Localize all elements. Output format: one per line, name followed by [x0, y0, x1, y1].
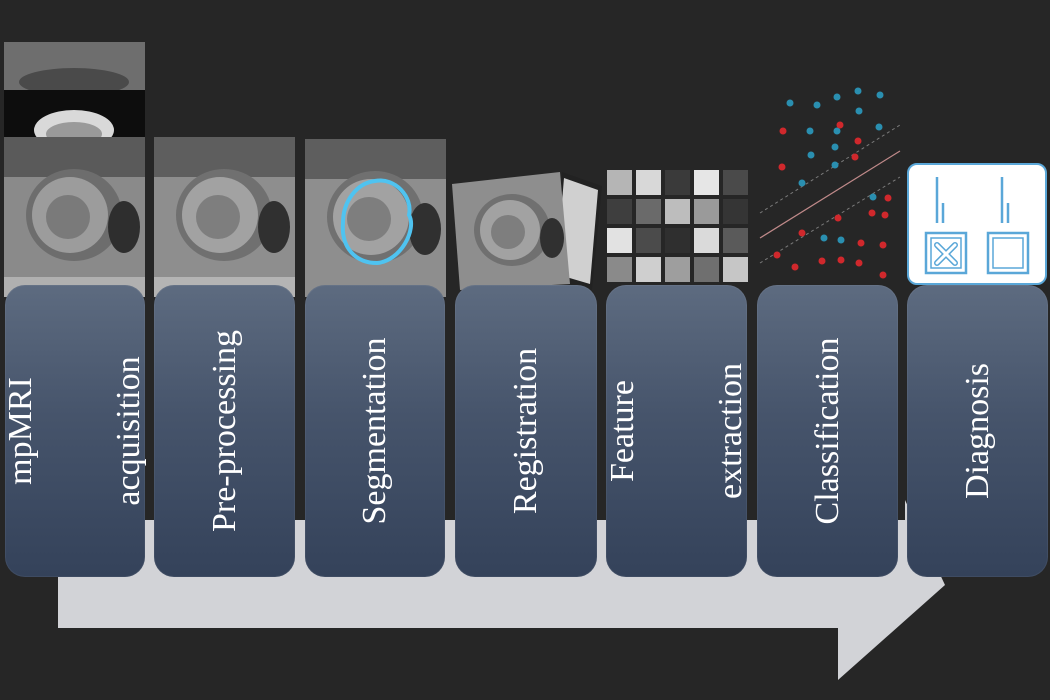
scatter-point [831, 161, 839, 169]
feature-cell [694, 257, 719, 282]
feature-cell [723, 199, 748, 224]
feature-cell [636, 199, 661, 224]
feature-cell [607, 199, 632, 224]
step-segmentation: Segmentation [305, 285, 445, 577]
feature-cell [723, 228, 748, 253]
scatter-point [854, 137, 862, 145]
scatter-point [773, 251, 781, 259]
scatter-point [875, 123, 883, 131]
scatter-point [820, 234, 828, 242]
feature-cell [665, 199, 690, 224]
scatter-point [791, 263, 799, 271]
mri-thumbnail-acquisition [4, 137, 145, 297]
feature-cell [723, 257, 748, 282]
feature-cell [636, 257, 661, 282]
feature-cell [607, 257, 632, 282]
step-label: Diagnosis [958, 363, 996, 499]
scatter-point [868, 209, 876, 217]
scatter-point [779, 127, 787, 135]
scatter-point [818, 257, 826, 265]
scatter-point [798, 229, 806, 237]
mri-thumbnail-registered [452, 172, 602, 290]
step-diagnosis: Diagnosis [907, 285, 1048, 577]
scatter-point [881, 211, 889, 219]
scatter-point [869, 193, 877, 201]
scatter-point [837, 256, 845, 264]
scatter-point [876, 91, 884, 99]
scatter-point [857, 239, 865, 247]
feature-cell [665, 170, 690, 195]
scatter-point [807, 151, 815, 159]
scatter-point [851, 153, 859, 161]
mri-thumbnail-dwi [4, 42, 145, 137]
feature-cell [694, 199, 719, 224]
scatter-point [798, 179, 806, 187]
scatter-point [854, 87, 862, 95]
scatter-point [855, 259, 863, 267]
mri-thumbnail-segmented [305, 139, 446, 297]
scatter-point [831, 143, 839, 151]
scatter-point [806, 127, 814, 135]
step-pre-processing: Pre-processing [154, 285, 295, 577]
scatter-point [833, 93, 841, 101]
scatter-point [884, 194, 892, 202]
scatter-point [778, 163, 786, 171]
feature-cell [694, 170, 719, 195]
scatter-point [855, 107, 863, 115]
feature-cell [694, 228, 719, 253]
feature-cell [607, 228, 632, 253]
segmentation-contour [340, 178, 413, 266]
scatter-point [879, 271, 887, 279]
feature-cell [636, 228, 661, 253]
diagnosis-card-icon [907, 163, 1047, 285]
step-mpmri-acquisition: mpMRI acquisition [2, 285, 147, 577]
feature-grid-icon [607, 170, 749, 285]
mri-thumbnail-preprocessed [154, 137, 295, 297]
step-classification: Classification [757, 285, 898, 577]
step-registration: Registration [455, 285, 597, 577]
scatter-point [837, 236, 845, 244]
scatter-point [833, 127, 841, 135]
scatter-point [813, 101, 821, 109]
feature-cell [723, 170, 748, 195]
feature-cell [636, 170, 661, 195]
empty-box-icon [986, 231, 1030, 275]
scatter-point [836, 121, 844, 129]
step-feature-extraction: Feature extraction [604, 285, 749, 577]
scatter-classification-icon [759, 87, 901, 279]
feature-cell [665, 228, 690, 253]
scatter-point [834, 214, 842, 222]
scatter-point [786, 99, 794, 107]
scatter-point [879, 241, 887, 249]
feature-cell [665, 257, 690, 282]
feature-cell [607, 170, 632, 195]
cross-box-icon [924, 231, 968, 275]
